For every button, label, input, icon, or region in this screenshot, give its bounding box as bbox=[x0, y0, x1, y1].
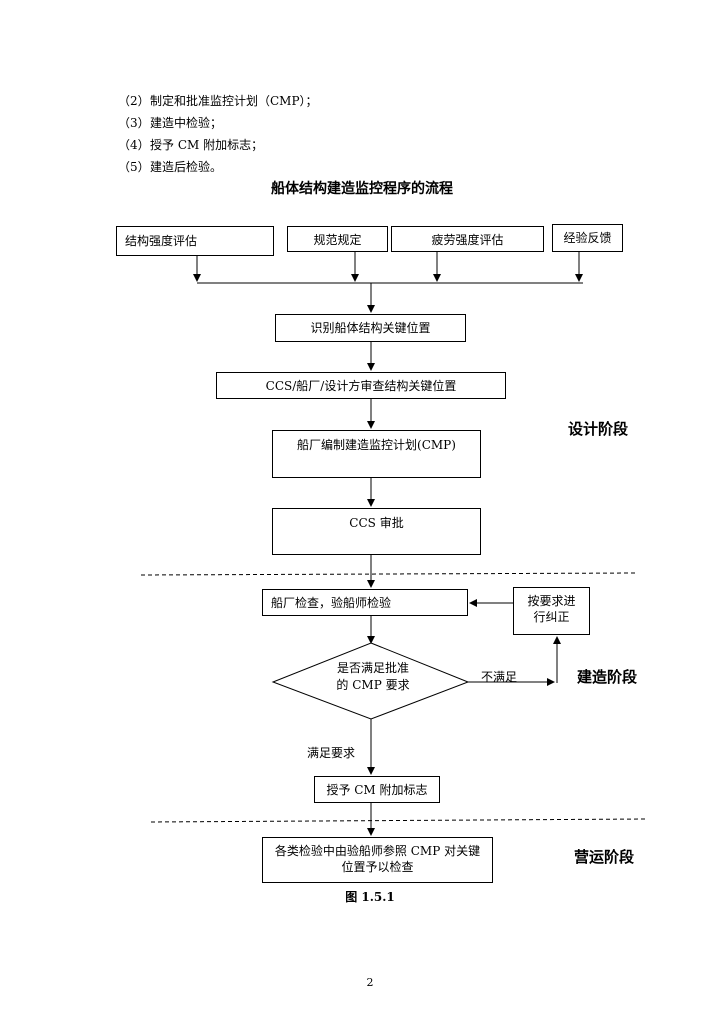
step-correction: 按要求进 行纠正 bbox=[513, 587, 590, 635]
step-prepare-cmp: 船厂编制建造监控计划(CMP) bbox=[272, 430, 481, 478]
intro-item: （5）建造后检验。 bbox=[118, 159, 222, 175]
stage-divider bbox=[150, 818, 647, 823]
intro-text: 制定和批准监控计划（CMP）； bbox=[150, 94, 318, 108]
intro-number: （5） bbox=[118, 160, 150, 174]
decision-diamond bbox=[271, 642, 470, 720]
input-rules: 规范规定 bbox=[287, 226, 388, 252]
step-review-key-locations: CCS/船厂/设计方审查结构关键位置 bbox=[216, 372, 506, 399]
decision-text: 是否满足批准 的 CMP 要求 bbox=[278, 660, 468, 694]
step-operational-surveys: 各类检验中由验船师参照 CMP 对关键 位置予以检查 bbox=[262, 837, 493, 883]
box-label: 各类检验中由验船师参照 CMP 对关键 bbox=[274, 844, 481, 858]
chart-title: 船体结构建造监控程序的流程 bbox=[271, 181, 453, 197]
intro-item: （2）制定和批准监控计划（CMP）； bbox=[118, 93, 318, 109]
step-grant-cm-notation: 授予 CM 附加标志 bbox=[314, 776, 440, 803]
decision-label: 的 CMP 要求 bbox=[336, 678, 410, 692]
intro-item: （3）建造中检验； bbox=[118, 115, 222, 131]
label-met: 满足要求 bbox=[307, 746, 356, 760]
figure-caption: 图 1.5.1 bbox=[345, 890, 395, 904]
page-number: 2 bbox=[366, 976, 374, 989]
intro-number: （2） bbox=[118, 94, 150, 108]
box-label: 经验反馈 bbox=[563, 231, 612, 245]
box-label: 船厂编制建造监控计划(CMP) bbox=[297, 438, 456, 452]
box-label: 船厂检查，验船师检验 bbox=[271, 596, 392, 610]
box-label: 按要求进 bbox=[527, 594, 576, 608]
input-fatigue-strength: 疲劳强度评估 bbox=[391, 226, 544, 252]
box-label: 行纠正 bbox=[533, 610, 570, 624]
box-label: 规范规定 bbox=[313, 233, 362, 247]
intro-text: 建造后检验。 bbox=[150, 160, 223, 174]
step-ccs-approval: CCS 审批 bbox=[272, 508, 481, 555]
intro-text: 建造中检验； bbox=[150, 116, 223, 130]
box-label: 识别船体结构关键位置 bbox=[310, 321, 431, 335]
stage-build: 建造阶段 bbox=[577, 668, 638, 686]
label-not-met: 不满足 bbox=[481, 670, 518, 684]
input-structural-strength: 结构强度评估 bbox=[116, 226, 274, 256]
decision-label: 是否满足批准 bbox=[336, 661, 409, 675]
stage-operate: 营运阶段 bbox=[574, 848, 635, 866]
box-label: CCS 审批 bbox=[349, 516, 404, 530]
intro-item: （4）授予 CM 附加标志； bbox=[118, 137, 263, 153]
box-label: 授予 CM 附加标志 bbox=[326, 783, 428, 797]
step-inspection: 船厂检查，验船师检验 bbox=[262, 589, 468, 616]
step-identify-key-locations: 识别船体结构关键位置 bbox=[275, 314, 466, 342]
intro-number: （4） bbox=[118, 138, 150, 152]
box-label: CCS/船厂/设计方审查结构关键位置 bbox=[265, 379, 457, 393]
stage-design: 设计阶段 bbox=[568, 420, 629, 438]
box-label: 位置予以检查 bbox=[341, 860, 414, 874]
stage-divider bbox=[140, 572, 637, 576]
box-label: 疲劳强度评估 bbox=[431, 233, 504, 247]
intro-number: （3） bbox=[118, 116, 150, 130]
input-experience-feedback: 经验反馈 bbox=[552, 224, 623, 252]
intro-text: 授予 CM 附加标志； bbox=[150, 138, 264, 152]
box-label: 结构强度评估 bbox=[125, 234, 198, 248]
